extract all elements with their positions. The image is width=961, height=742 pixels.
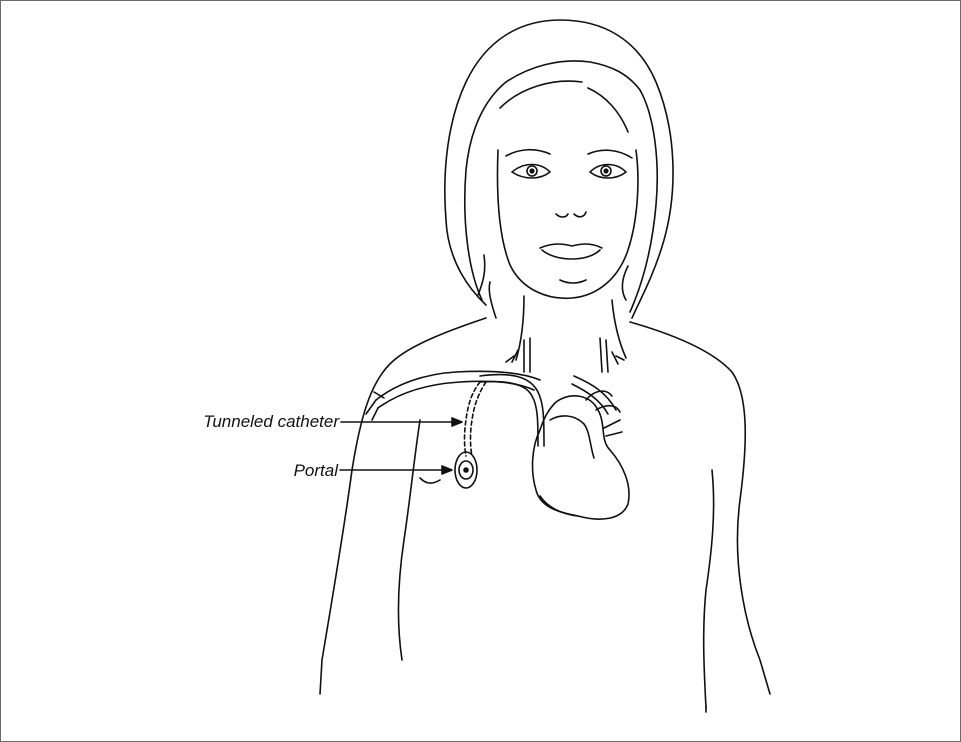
catheter-tunnel [465, 382, 481, 456]
face-outline [498, 150, 638, 298]
eyebrow-left [506, 150, 550, 156]
catheter-arrowhead [452, 418, 462, 426]
heart-outline [533, 396, 630, 519]
eyebrow-right [588, 150, 632, 158]
hair-strand [489, 282, 496, 318]
pupil-left [530, 169, 534, 173]
hair-strand [622, 266, 628, 300]
vessel-branch [612, 352, 624, 364]
hair-strand [478, 255, 485, 295]
shoulder-right [630, 322, 770, 694]
hair-strand [506, 61, 640, 90]
chin-crease [560, 280, 586, 283]
shoulder-left [320, 318, 486, 694]
subclavian-right-2 [572, 384, 608, 414]
hair-outline [445, 20, 673, 318]
catheter-tube-inner [480, 382, 538, 446]
arm-inner-left [398, 420, 420, 660]
jugular-right [600, 338, 602, 372]
portal-arrowhead [442, 466, 452, 474]
portal-center [464, 468, 468, 472]
hair-strand [500, 81, 582, 108]
portal-label: Portal [294, 462, 338, 479]
heart-base [540, 496, 578, 516]
catheter-tube [480, 375, 544, 446]
pupil-right [604, 169, 608, 173]
armpit-left [420, 478, 440, 483]
hair-strand [630, 90, 657, 312]
mouth-upper [540, 244, 602, 248]
nose [556, 212, 586, 217]
heart-inner [550, 416, 594, 458]
jugular-right-2 [606, 340, 608, 372]
tunneled-catheter-label: Tunneled catheter [203, 413, 339, 430]
mouth-lower [542, 250, 600, 259]
arm-inner-right [704, 470, 714, 708]
heart-vessel [604, 420, 622, 436]
hair-strand [588, 88, 628, 132]
neck-right [612, 300, 626, 358]
